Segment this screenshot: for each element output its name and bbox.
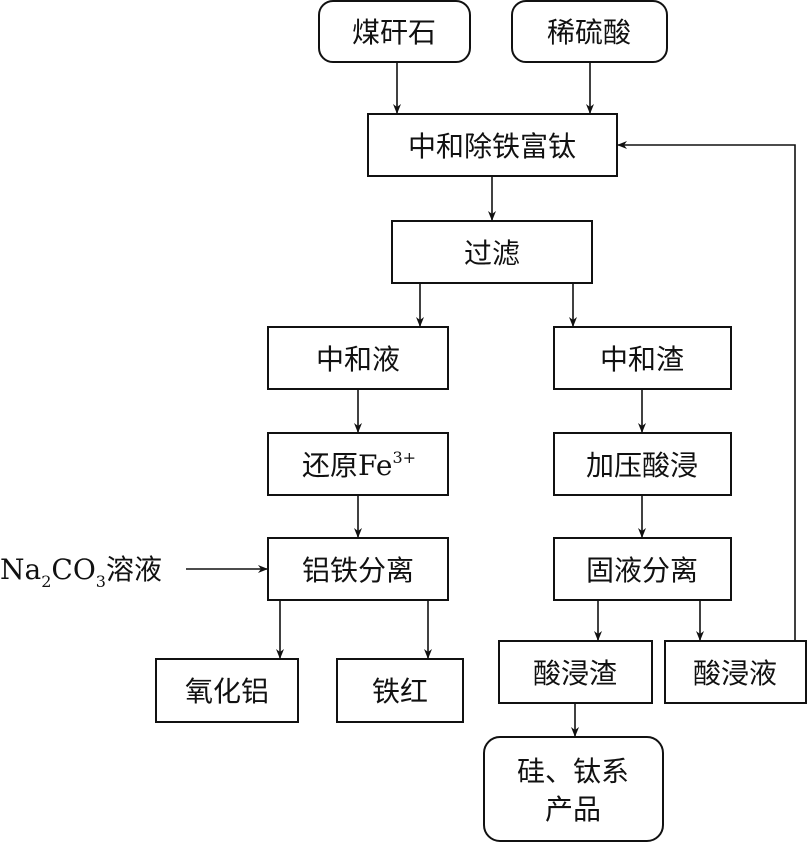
svg-text:酸浸液: 酸浸液 bbox=[693, 657, 777, 690]
node-coal-gangue: 煤矸石 bbox=[318, 0, 471, 63]
svg-text:铁红: 铁红 bbox=[372, 675, 428, 708]
node-filter: 过滤 bbox=[391, 220, 593, 284]
svg-text:产品: 产品 bbox=[545, 793, 601, 826]
input-na2co3-solution: Na2CO3溶液 bbox=[0, 553, 162, 591]
svg-text:硅、钛系: 硅、钛系 bbox=[517, 755, 629, 788]
svg-text:稀硫酸: 稀硫酸 bbox=[547, 16, 631, 49]
flow-arrows bbox=[186, 62, 796, 737]
svg-text:煤矸石: 煤矸石 bbox=[352, 16, 436, 49]
node-iron-red: 铁红 bbox=[336, 658, 464, 723]
svg-text:过滤: 过滤 bbox=[464, 237, 520, 270]
node-pressure-leach: 加压酸浸 bbox=[553, 432, 732, 496]
node-reduce-fe3: 还原Fe3+ bbox=[267, 432, 449, 496]
svg-text:中和渣: 中和渣 bbox=[600, 343, 684, 376]
svg-text:中和液: 中和液 bbox=[316, 343, 400, 376]
node-dilute-sulfuric-acid: 稀硫酸 bbox=[511, 0, 668, 63]
node-acid-leach-liquid: 酸浸液 bbox=[664, 640, 807, 704]
node-al-fe-separation: 铝铁分离 bbox=[267, 537, 449, 601]
svg-text:中和除铁富钛: 中和除铁富钛 bbox=[408, 130, 576, 163]
node-alumina: 氧化铝 bbox=[155, 658, 299, 723]
node-neutral-liquid: 中和液 bbox=[267, 326, 449, 390]
node-neutralize: 中和除铁富钛 bbox=[367, 113, 618, 177]
node-solid-liquid-separation: 固液分离 bbox=[553, 537, 732, 601]
recycle-arrow bbox=[617, 141, 796, 641]
svg-text:加压酸浸: 加压酸浸 bbox=[586, 449, 698, 482]
svg-text:铝铁分离: 铝铁分离 bbox=[302, 554, 414, 587]
svg-text:还原Fe3+: 还原Fe3+ bbox=[302, 448, 416, 482]
node-si-ti-products: 硅、钛系 产品 bbox=[483, 736, 664, 842]
svg-text:酸浸渣: 酸浸渣 bbox=[533, 657, 617, 690]
node-neutral-residue: 中和渣 bbox=[553, 326, 732, 390]
svg-text:氧化铝: 氧化铝 bbox=[185, 675, 269, 708]
node-acid-leach-residue: 酸浸渣 bbox=[498, 640, 653, 704]
svg-text:固液分离: 固液分离 bbox=[586, 554, 698, 587]
